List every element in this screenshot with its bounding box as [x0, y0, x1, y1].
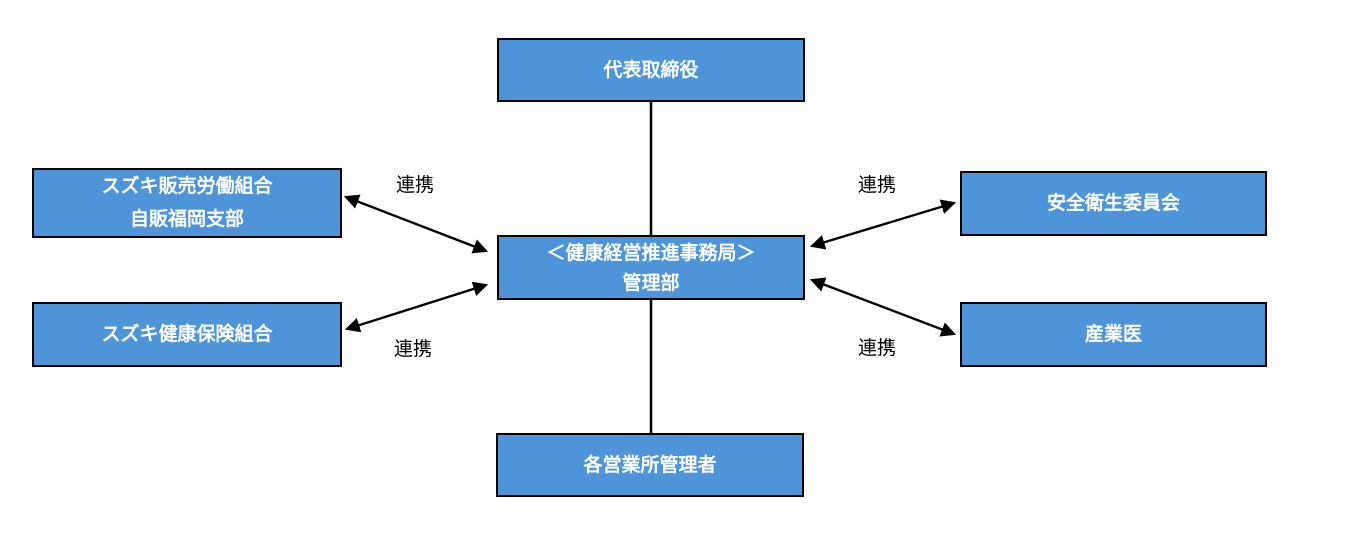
- node-representative-director-label: 代表取締役: [603, 58, 699, 81]
- node-sales-labor-union: スズキ販売労働組合 自販福岡支部: [32, 168, 342, 238]
- connector-salesunion-office-arrow: [343, 194, 489, 254]
- connector-insurance-office-arrow: [344, 281, 489, 333]
- node-sales-labor-union-label-line1: スズキ販売労働組合: [101, 175, 273, 197]
- connector-office-physician-arrow: [809, 277, 957, 337]
- cooperation-label-upper-left: 連携: [396, 174, 435, 196]
- node-health-management-office-label-line1: ＜健康経営推進事務局＞: [546, 241, 756, 264]
- node-office-managers: 各営業所管理者: [496, 433, 804, 497]
- cooperation-label-lower-left: 連携: [394, 338, 433, 360]
- node-office-managers-label: 各営業所管理者: [583, 453, 717, 476]
- node-occupational-physician: 産業医: [960, 302, 1267, 367]
- cooperation-label-upper-right: 連携: [858, 174, 897, 196]
- node-sales-labor-union-label-line2: 自販福岡支部: [129, 208, 244, 230]
- node-health-insurance-union-label: スズキ健康保険組合: [101, 323, 273, 345]
- node-health-management-office: ＜健康経営推進事務局＞ 管理部: [497, 235, 805, 300]
- cooperation-label-lower-right: 連携: [858, 337, 897, 359]
- node-health-insurance-union: スズキ健康保険組合: [32, 302, 342, 367]
- node-safety-health-committee: 安全衛生委員会: [960, 171, 1267, 236]
- connector-office-safety-arrow: [809, 199, 957, 250]
- node-representative-director: 代表取締役: [497, 38, 805, 102]
- node-health-management-office-label-line2: 管理部: [622, 271, 680, 294]
- node-occupational-physician-label: 産業医: [1084, 323, 1142, 345]
- node-safety-health-committee-label: 安全衛生委員会: [1046, 192, 1180, 214]
